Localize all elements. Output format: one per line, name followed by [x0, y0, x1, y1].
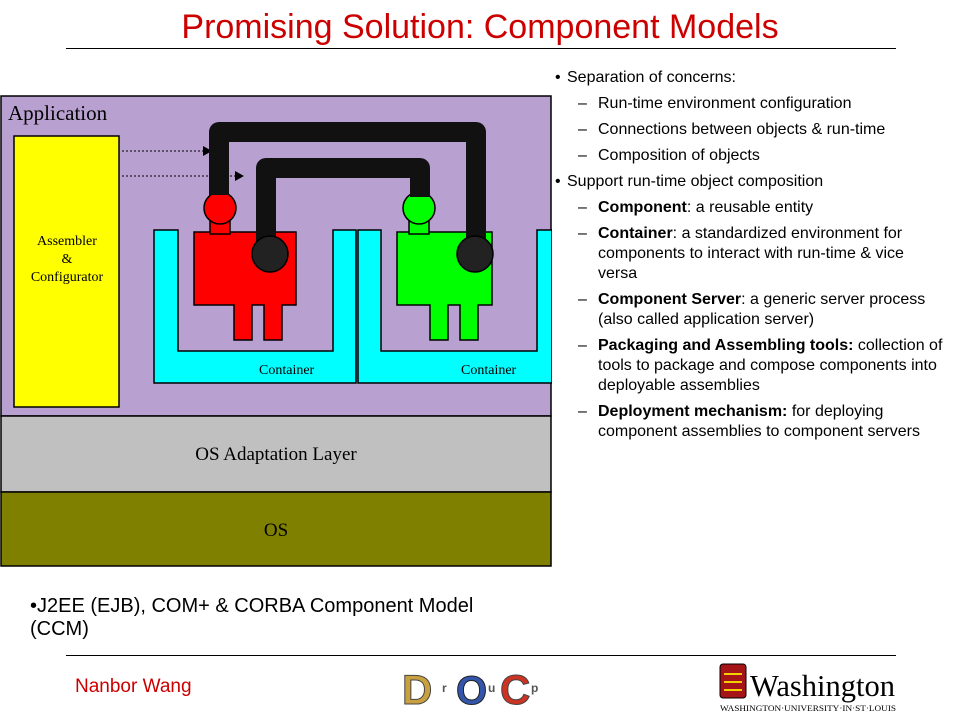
- container-right-label: Container: [461, 363, 517, 378]
- bullet-composition: Support run-time object composition: [555, 172, 945, 192]
- doc-logo-u: u: [488, 681, 495, 695]
- sub-bullet: –Packaging and Assembling tools: collect…: [578, 337, 943, 394]
- doc-logo-d: D: [402, 666, 432, 712]
- receptacle-left: [251, 235, 289, 273]
- connection-outer: [209, 122, 486, 245]
- author-name: Nanbor Wang: [75, 676, 192, 697]
- doc-logo-c: C: [500, 666, 530, 712]
- container-left-label: Container: [259, 363, 315, 378]
- wu-logo-subtext: WASHINGTON·UNIVERSITY·IN·ST·LOUIS: [720, 704, 896, 713]
- application-label: Application: [8, 101, 108, 125]
- configurator-label: Configurator: [31, 270, 104, 285]
- os-layer: [0, 491, 552, 567]
- title-underline: [66, 48, 896, 49]
- assembler-label: Assembler: [37, 234, 97, 249]
- config-arrow-bottom-head: [235, 171, 244, 181]
- receptacle-right: [456, 235, 494, 273]
- bottom-bullet: •J2EE (EJB), COM+ & CORBA Component Mode…: [30, 595, 474, 640]
- config-arrow-top-head: [203, 146, 212, 156]
- slide-title: Promising Solution: Component Models: [181, 8, 779, 46]
- assembler-amp: &: [62, 252, 73, 267]
- connection-inner: [256, 158, 430, 248]
- sub-bullet: –Component Server: a generic server proc…: [578, 291, 926, 328]
- sub-bullet: –Run-time environment configuration: [578, 95, 852, 112]
- component-left-port: [203, 191, 237, 225]
- doc-logo-r: r: [442, 681, 447, 695]
- doc-logo-p: p: [531, 681, 538, 695]
- bullet-separation: Separation of concerns:: [555, 68, 945, 88]
- bullet-list: Separation of concerns: –Run-time enviro…: [555, 68, 945, 448]
- architecture-diagram: Application Assembler & Configurator Con…: [0, 95, 552, 567]
- os-adaptation-label: OS Adaptation Layer: [195, 444, 357, 465]
- doc-group-logo: D r O u C p: [400, 662, 540, 712]
- wu-logo-wordmark: Washington: [750, 668, 895, 703]
- doc-logo-o: O: [456, 669, 487, 712]
- container-left: [153, 229, 357, 384]
- footer-rule: [66, 655, 896, 656]
- container-right: [357, 229, 552, 384]
- sub-bullet: –Composition of objects: [578, 147, 760, 164]
- sub-bullet: –Deployment mechanism: for deploying com…: [578, 403, 920, 440]
- sub-bullet: –Component: a reusable entity: [578, 199, 814, 216]
- os-label: OS: [264, 520, 288, 541]
- sub-bullet: –Connections between objects & run-time: [578, 121, 886, 138]
- assembler-configurator-box: [13, 135, 120, 408]
- sub-bullet: –Container: a standardized environment f…: [578, 225, 904, 282]
- washington-university-logo: Washington WASHINGTON·UNIVERSITY·IN·ST·L…: [719, 663, 896, 713]
